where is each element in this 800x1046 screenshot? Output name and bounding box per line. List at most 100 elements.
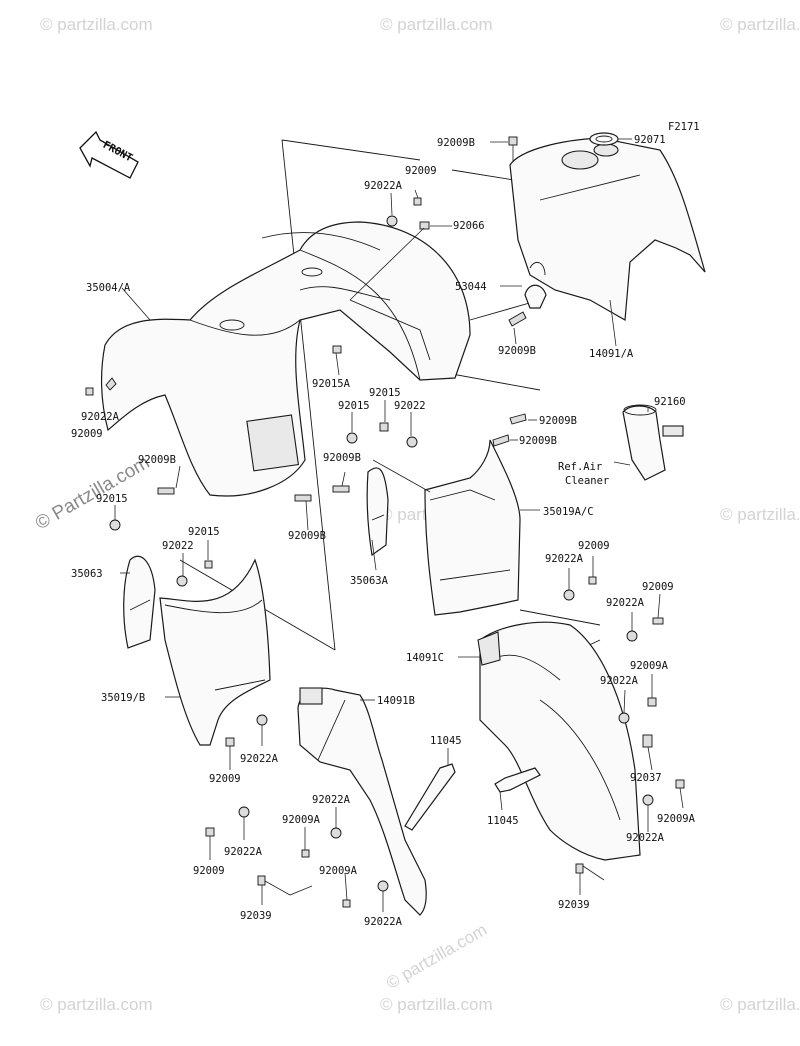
tank-cover-14091a bbox=[509, 137, 706, 321]
washer-icon bbox=[626, 630, 638, 642]
front-fender-35004a bbox=[100, 221, 471, 497]
part-label: 92009 bbox=[209, 773, 241, 785]
splash-guard-14091b bbox=[297, 687, 427, 916]
bracket-icon bbox=[642, 734, 653, 748]
part-label: 92009 bbox=[71, 428, 103, 440]
part-label: 14091B bbox=[377, 695, 415, 707]
part-label: 92022A bbox=[600, 675, 639, 687]
air-duct-92160 bbox=[622, 404, 684, 481]
part-label: 92009A bbox=[657, 813, 696, 825]
washer-icon bbox=[330, 827, 342, 839]
clip-53044-icon bbox=[524, 284, 547, 309]
part-label: 92009B bbox=[539, 415, 577, 427]
part-label: 92009B bbox=[519, 435, 557, 447]
part-label: 92066 bbox=[453, 220, 485, 232]
bolt-icon bbox=[301, 849, 310, 858]
part-label: 92022A bbox=[364, 916, 403, 928]
watermark: © partzilla.com bbox=[380, 15, 493, 34]
part-label: 92039 bbox=[558, 899, 590, 911]
rear-fender-14091c bbox=[477, 621, 641, 861]
ref-air-cleaner-note: Ref.Air bbox=[558, 461, 602, 473]
watermark-main: © Partzilla.com bbox=[32, 452, 153, 534]
part-label: 92009B bbox=[437, 137, 475, 149]
grommet-icon bbox=[419, 221, 430, 230]
bolt-icon bbox=[225, 737, 235, 747]
nut-icon bbox=[204, 560, 213, 569]
watermark: © partzilla.com bbox=[380, 995, 493, 1014]
bolt-icon bbox=[508, 136, 518, 162]
washer-icon bbox=[176, 575, 188, 587]
stay-11045-upper bbox=[404, 763, 456, 831]
bolt-icon bbox=[652, 617, 664, 625]
leader-lines bbox=[114, 138, 684, 912]
figure-code: F2171 bbox=[668, 121, 700, 133]
watermark: © partzilla.com bbox=[383, 920, 490, 993]
ring-92071-icon bbox=[589, 132, 619, 146]
clip-icon bbox=[257, 875, 266, 886]
part-label: 92022A bbox=[626, 832, 665, 844]
part-label: 92022A bbox=[240, 753, 279, 765]
part-label: 11045 bbox=[430, 735, 462, 747]
part-label: 92022 bbox=[394, 400, 426, 412]
washer-icon bbox=[109, 519, 121, 531]
bolt-icon bbox=[588, 576, 597, 585]
part-label: 92022A bbox=[312, 794, 351, 806]
part-label: 92009A bbox=[319, 865, 358, 877]
fasteners bbox=[85, 136, 685, 908]
washer-icon bbox=[238, 806, 250, 818]
nut-icon bbox=[379, 422, 389, 432]
washer-icon bbox=[563, 589, 575, 601]
bolt-icon bbox=[342, 899, 351, 908]
front-direction-arrow: FRONT bbox=[79, 130, 139, 179]
bolt-icon bbox=[675, 779, 685, 789]
part-label: 92015 bbox=[338, 400, 370, 412]
part-label: 92015A bbox=[312, 378, 351, 390]
part-labels: 92009B 92071 92009 92022A 92066 35004/A … bbox=[71, 134, 696, 928]
watermark: © partzilla.com bbox=[720, 15, 800, 34]
part-label: 35019/B bbox=[101, 692, 145, 704]
bolt-icon bbox=[509, 413, 527, 425]
washer-icon bbox=[346, 432, 358, 444]
part-label: 92009 bbox=[193, 865, 225, 877]
part-label: 92015 bbox=[188, 526, 220, 538]
part-label: 92009B bbox=[288, 530, 326, 542]
part-label: 92009A bbox=[282, 814, 321, 826]
bolt-icon bbox=[492, 434, 510, 447]
washer-icon bbox=[256, 714, 268, 726]
part-label: 35063A bbox=[350, 575, 389, 587]
watermark: © partzilla.com bbox=[720, 995, 800, 1014]
part-label: 35004/A bbox=[86, 282, 131, 294]
part-label: 14091/A bbox=[589, 348, 634, 360]
side-flap-35063 bbox=[123, 555, 156, 649]
part-label: 92037 bbox=[630, 772, 662, 784]
part-label: 11045 bbox=[487, 815, 519, 827]
part-label: 92009 bbox=[578, 540, 610, 552]
part-label: 92009 bbox=[642, 581, 674, 593]
watermark: © partzilla.com bbox=[40, 15, 153, 34]
washer-icon bbox=[406, 436, 418, 448]
bolt-icon bbox=[85, 387, 94, 396]
mud-flap-35019ac bbox=[424, 439, 521, 616]
part-label: 92009 bbox=[405, 165, 437, 177]
part-label: 92009B bbox=[498, 345, 536, 357]
side-flap-35063a bbox=[366, 467, 389, 557]
part-label: 92015 bbox=[369, 387, 401, 399]
part-label: 14091C bbox=[406, 652, 444, 664]
washer-icon bbox=[377, 880, 389, 892]
ref-air-cleaner-note: Cleaner bbox=[565, 475, 609, 487]
part-label: 92022A bbox=[364, 180, 403, 192]
clip-icon bbox=[575, 863, 584, 874]
bolt-icon bbox=[294, 494, 312, 502]
mud-flap-35019b bbox=[159, 558, 271, 746]
part-label: 92071 bbox=[634, 134, 666, 146]
watermark: © partzilla.com bbox=[40, 995, 153, 1014]
part-label: 92009B bbox=[138, 454, 176, 466]
part-label: 92009B bbox=[323, 452, 361, 464]
bolt-icon bbox=[332, 485, 350, 493]
part-label: 92039 bbox=[240, 910, 272, 922]
nut-icon bbox=[332, 345, 342, 354]
part-label: 35019A/C bbox=[543, 506, 594, 518]
part-label: 92022 bbox=[162, 540, 194, 552]
bolt-icon bbox=[205, 827, 215, 837]
